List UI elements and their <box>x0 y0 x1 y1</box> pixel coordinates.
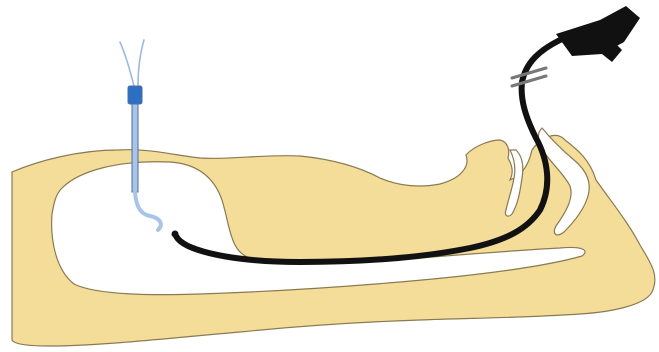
needle-tubing <box>138 40 144 86</box>
endoscope-handle-icon <box>556 6 640 62</box>
needle-shaft <box>132 104 138 192</box>
needle-hub-icon <box>128 86 142 104</box>
endoscope-tip <box>172 231 179 238</box>
needle-tubing <box>120 42 134 86</box>
